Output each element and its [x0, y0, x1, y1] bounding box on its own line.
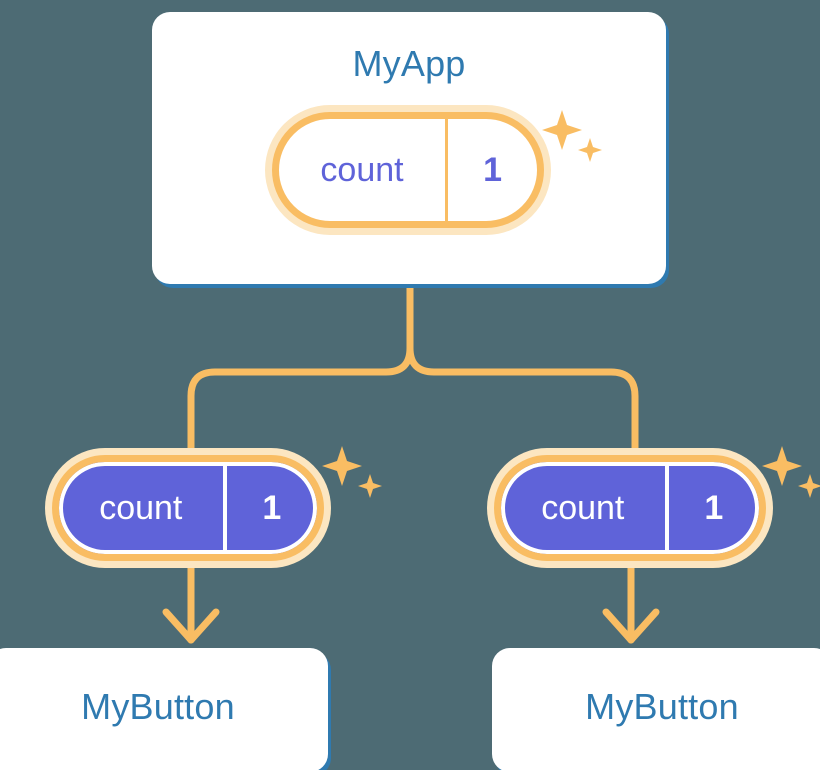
sparkle-icon — [762, 446, 820, 498]
state-pill-body: count 1 — [494, 455, 766, 561]
myapp-title: MyApp — [352, 43, 466, 84]
state-value-label: 1 — [664, 462, 759, 554]
state-pill-body: count 1 — [272, 112, 544, 228]
connector-trunk-right — [406, 282, 639, 459]
child-state-pill-right[interactable]: count 1 — [494, 455, 766, 561]
state-value-label: 1 — [445, 119, 537, 221]
mybutton-title: MyButton — [585, 686, 739, 727]
arrow-head-left — [162, 608, 220, 644]
mybutton-card-left[interactable]: MyButton — [0, 648, 328, 770]
myapp-state-pill[interactable]: count 1 — [272, 112, 544, 228]
connector-trunk-left — [187, 282, 414, 459]
child-state-pill-left[interactable]: count 1 — [52, 455, 324, 561]
mybutton-card-right[interactable]: MyButton — [492, 648, 820, 770]
arrow-head-right — [602, 608, 660, 644]
state-value-label: 1 — [222, 462, 317, 554]
state-key-label: count — [320, 151, 404, 189]
state-key-label: count — [541, 489, 625, 527]
state-pill-body: count 1 — [52, 455, 324, 561]
sparkle-icon — [322, 446, 382, 498]
state-key-label: count — [99, 489, 183, 527]
mybutton-title: MyButton — [81, 686, 235, 727]
